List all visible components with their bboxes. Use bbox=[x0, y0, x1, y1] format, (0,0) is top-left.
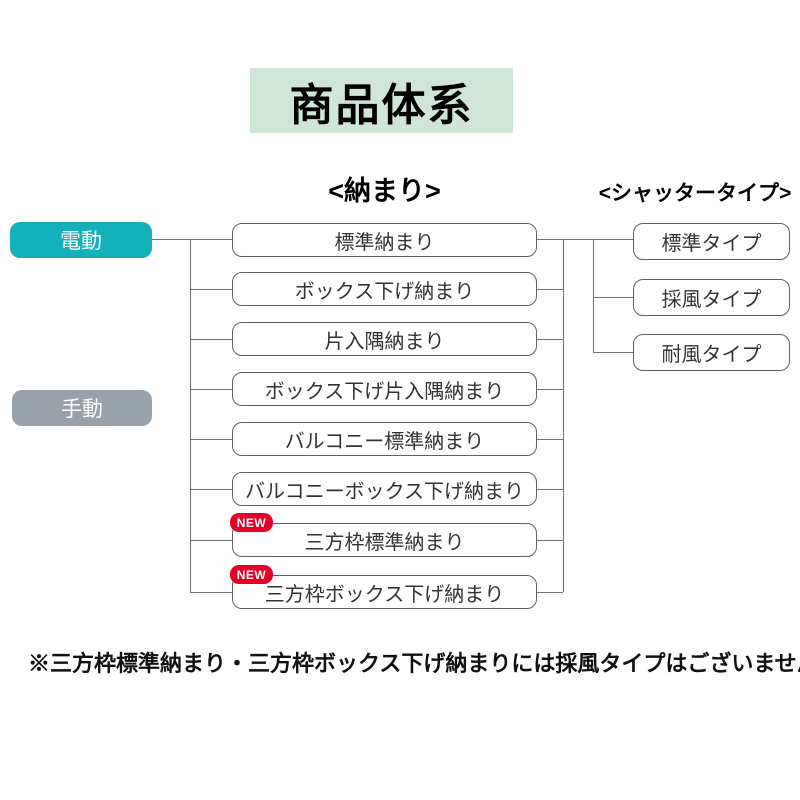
page-title: 商品体系 bbox=[250, 68, 513, 133]
new-badge-label: NEW bbox=[236, 567, 267, 582]
nakamari-box-label: 三方枠標準納まり bbox=[304, 531, 465, 554]
nakamari-box: 三方枠標準納まり bbox=[232, 523, 537, 557]
shutter-type-box: 耐風タイプ bbox=[633, 334, 790, 371]
nakamari-box: 片入隅納まり bbox=[232, 322, 537, 356]
column-header-nakamari: <納まり> bbox=[328, 176, 441, 206]
connector-line bbox=[190, 239, 191, 592]
shutter-type-label: 標準タイプ bbox=[661, 233, 762, 255]
nakamari-box-label: ボックス下げ納まり bbox=[294, 280, 475, 303]
connector-line bbox=[190, 389, 232, 390]
connector-line bbox=[537, 592, 563, 593]
node-electric: 電動 bbox=[10, 222, 152, 258]
nakamari-box: 三方枠ボックス下げ納まり bbox=[232, 575, 537, 609]
connector-line bbox=[190, 592, 232, 593]
connector-line bbox=[537, 439, 563, 440]
connector-line bbox=[593, 239, 594, 353]
new-badge: NEW bbox=[230, 513, 273, 532]
connector-line bbox=[190, 489, 232, 490]
connector-line bbox=[537, 489, 563, 490]
nakamari-box: ボックス下げ片入隅納まり bbox=[232, 372, 537, 406]
connector-line bbox=[152, 239, 232, 240]
connector-line bbox=[593, 297, 633, 298]
column-header-shutter-type: <シャッタータイプ> bbox=[598, 182, 792, 205]
connector-line bbox=[537, 389, 563, 390]
connector-line bbox=[537, 540, 563, 541]
nakamari-box-label: 標準納まり bbox=[334, 231, 435, 254]
nakamari-box: 標準納まり bbox=[232, 223, 537, 257]
nakamari-box-label: バルコニー標準納まり bbox=[284, 430, 485, 453]
node-electric-label: 電動 bbox=[60, 230, 102, 253]
shutter-type-box: 採風タイプ bbox=[633, 279, 790, 316]
node-manual: 手動 bbox=[12, 390, 152, 426]
connector-line bbox=[190, 439, 232, 440]
nakamari-box: バルコニー標準納まり bbox=[232, 422, 537, 456]
new-badge: NEW bbox=[230, 565, 273, 584]
connector-line bbox=[190, 540, 232, 541]
shutter-type-label: 採風タイプ bbox=[661, 289, 762, 311]
connector-line bbox=[563, 239, 564, 592]
shutter-type-box: 標準タイプ bbox=[633, 223, 790, 260]
nakamari-box-label: ボックス下げ片入隅納まり bbox=[264, 380, 505, 403]
node-manual-label: 手動 bbox=[61, 398, 103, 421]
nakamari-box-label: バルコニーボックス下げ納まり bbox=[245, 480, 524, 503]
connector-line bbox=[190, 289, 232, 290]
connector-line bbox=[537, 239, 633, 240]
nakamari-box: ボックス下げ納まり bbox=[232, 272, 537, 306]
nakamari-box-label: 片入隅納まり bbox=[324, 330, 445, 353]
connector-line bbox=[190, 339, 232, 340]
shutter-type-label: 耐風タイプ bbox=[661, 344, 762, 366]
nakamari-box-label: 三方枠ボックス下げ納まり bbox=[264, 583, 505, 606]
connector-line bbox=[537, 289, 563, 290]
nakamari-box: バルコニーボックス下げ納まり bbox=[232, 472, 537, 506]
new-badge-label: NEW bbox=[236, 515, 267, 530]
connector-line bbox=[593, 352, 633, 353]
footnote: ※三方枠標準納まり・三方枠ボックス下げ納まりには採風タイプはございません。 bbox=[28, 651, 800, 676]
connector-line bbox=[537, 339, 563, 340]
